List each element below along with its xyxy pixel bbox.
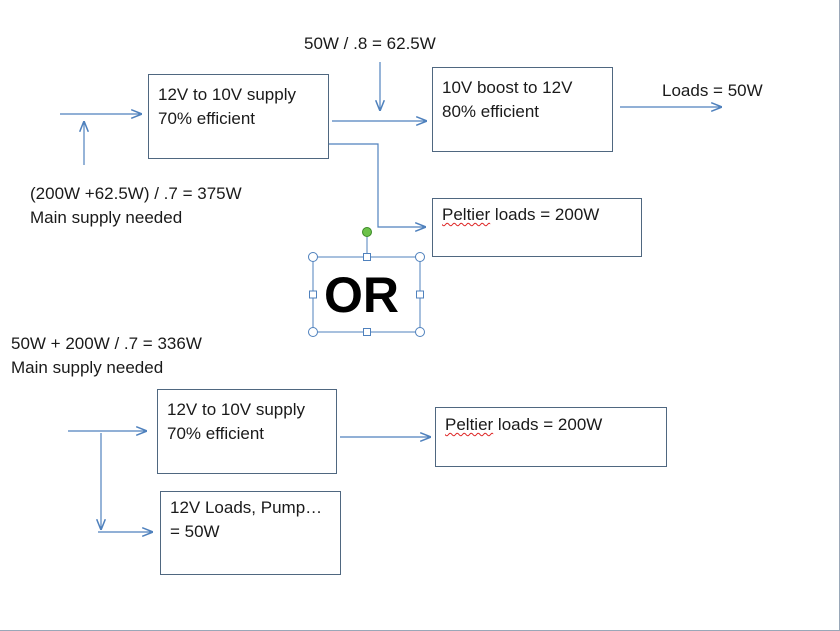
rotate-handle[interactable] (362, 227, 372, 237)
top-main-calc: (200W +62.5W) / .7 = 375W Main supply ne… (30, 182, 242, 230)
bottom-main-calc-line1: 50W + 200W / .7 = 336W (11, 334, 202, 353)
resize-handle-right[interactable] (416, 290, 424, 299)
loads-label: Loads = 50W (662, 81, 763, 100)
bottom-supply-line1: 12V to 10V supply (167, 400, 305, 419)
boost-calc-label: 50W / .8 = 62.5W (304, 34, 436, 53)
bottom-main-calc-line2: Main supply needed (11, 358, 164, 377)
resize-handle-bottom-left[interactable] (308, 327, 318, 337)
boost-box[interactable]: 10V boost to 12V 80% efficient (432, 67, 613, 152)
bottom-supply-box[interactable]: 12V to 10V supply 70% efficient (157, 389, 337, 474)
resize-handle-top-right[interactable] (415, 252, 425, 262)
resize-handle-left[interactable] (309, 290, 317, 299)
bottom-loads-line1: 12V Loads, Pump… (170, 498, 323, 517)
top-peltier-box[interactable]: Peltier loads = 200W (432, 198, 642, 257)
top-supply-line1: 12V to 10V supply (158, 85, 296, 104)
resize-handle-bottom-right[interactable] (415, 327, 425, 337)
top-main-calc-line2: Main supply needed (30, 208, 183, 227)
resize-handle-top-left[interactable] (308, 252, 318, 262)
supply-to-peltier-arrow (329, 143, 426, 227)
bottom-peltier-word: Peltier (445, 415, 494, 434)
boost-line1: 10V boost to 12V (442, 78, 573, 97)
bottom-peltier-text: Peltier loads = 200W (445, 413, 657, 437)
top-peltier-text: Peltier loads = 200W (442, 203, 632, 227)
top-supply-line2: 70% efficient (158, 109, 256, 128)
top-supply-box[interactable]: 12V to 10V supply 70% efficient (148, 74, 329, 159)
top-peltier-word: Peltier (442, 205, 491, 224)
bottom-loads-box[interactable]: 12V Loads, Pump… = 50W (160, 491, 341, 575)
or-text[interactable]: OR (324, 267, 399, 323)
boost-line2: 80% efficient (442, 102, 540, 121)
top-main-calc-line1: (200W +62.5W) / .7 = 375W (30, 184, 242, 203)
resize-handle-top[interactable] (363, 253, 371, 261)
bottom-loads-line2: = 50W (170, 522, 220, 541)
resize-handle-bottom[interactable] (363, 328, 371, 336)
top-peltier-rest: loads = 200W (490, 205, 600, 224)
bottom-peltier-box[interactable]: Peltier loads = 200W (435, 407, 667, 467)
bottom-supply-line2: 70% efficient (167, 424, 265, 443)
bottom-main-calc: 50W + 200W / .7 = 336W Main supply neede… (11, 332, 202, 380)
bottom-peltier-rest: loads = 200W (493, 415, 603, 434)
